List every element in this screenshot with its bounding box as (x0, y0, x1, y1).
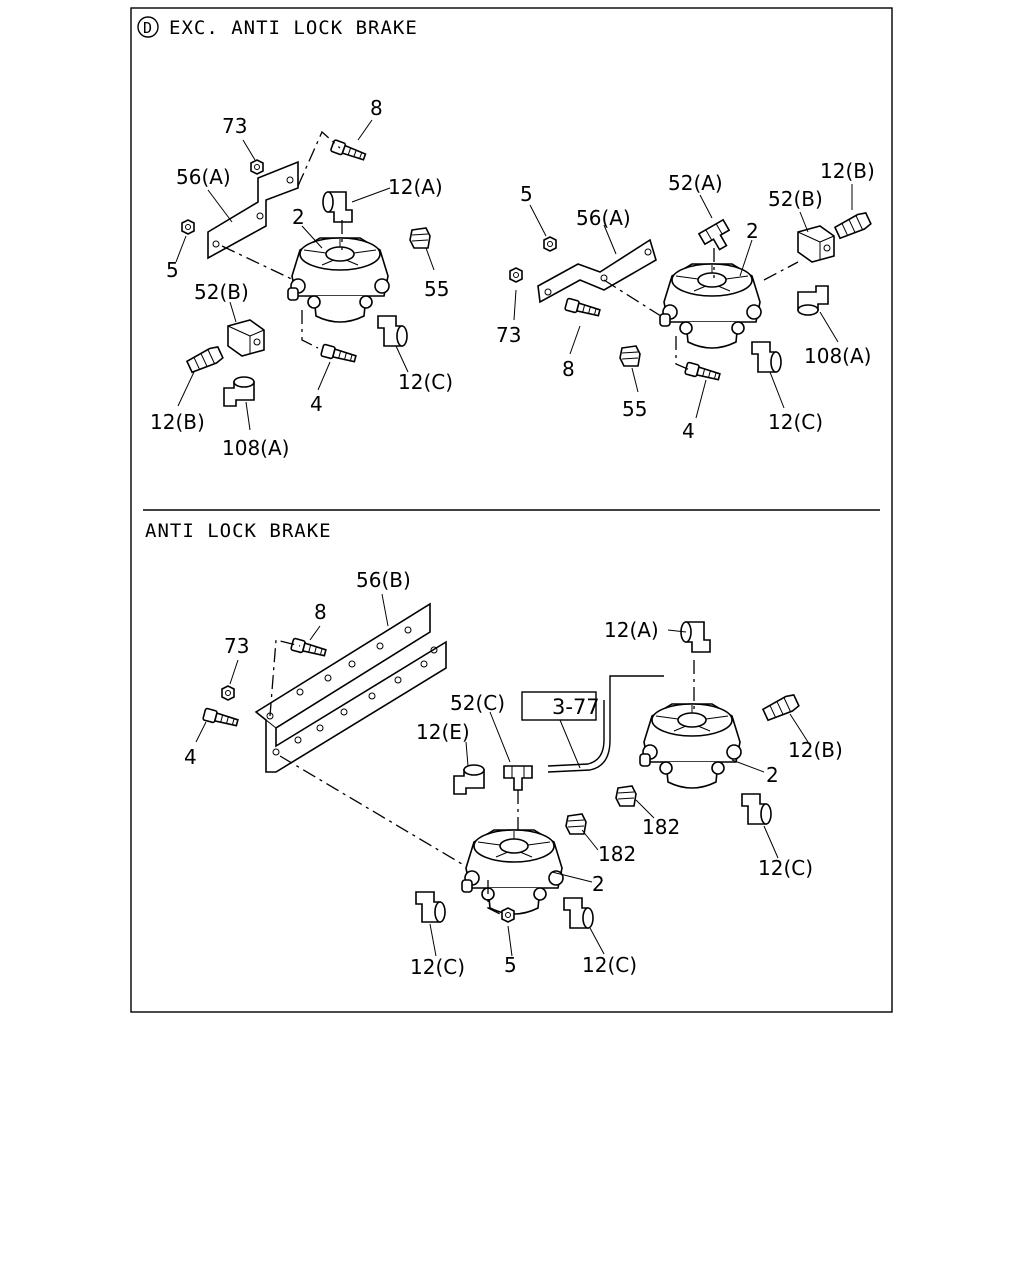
nut-5-right (543, 236, 557, 252)
elbow-12e (453, 764, 485, 795)
label-12a: 12(A) (388, 175, 443, 199)
fitting-12b (185, 344, 225, 375)
bolt-4-abs (201, 707, 240, 730)
label-12c-abs-right: 12(C) (582, 953, 637, 977)
relay-valve-2-abs-upper (639, 703, 742, 789)
label-108a: 108(A) (222, 436, 289, 460)
reference-box-text: 3-77 (552, 695, 600, 719)
label-12c-abs-left: 12(C) (410, 955, 465, 979)
label-56a: 56(A) (176, 165, 231, 189)
bracket-56a-right (537, 238, 657, 304)
label-108a-right: 108(A) (804, 344, 871, 368)
bolt-8 (329, 138, 368, 164)
label-52b-right: 52(B) (768, 187, 823, 211)
label-55-right: 55 (622, 397, 647, 421)
label-73-right: 73 (496, 323, 521, 347)
label-8-right: 8 (562, 357, 575, 381)
label-12a-abs: 12(A) (604, 618, 659, 642)
fitting-12b-right (833, 210, 873, 241)
relay-valve-2-right (659, 263, 762, 349)
section-marker-circle (137, 16, 159, 38)
left-assembly (175, 119, 435, 431)
nut-5 (181, 219, 195, 235)
elbow-108a (223, 376, 255, 407)
nut-73-right (509, 267, 523, 283)
label-8: 8 (370, 96, 383, 120)
elbow-12a-abs (680, 621, 711, 653)
label-5-abs: 5 (504, 953, 517, 977)
label-5-right: 5 (520, 182, 533, 206)
block-52b (227, 319, 265, 357)
label-12c-right: 12(C) (768, 410, 823, 434)
label-4-right: 4 (682, 419, 695, 443)
section-abs-title: ANTI LOCK BRAKE (145, 520, 332, 542)
label-12e-abs: 12(E) (416, 720, 470, 744)
elbow-108a-right (797, 285, 829, 316)
fitting-12b-abs (761, 692, 801, 723)
bolt-8-abs (289, 637, 328, 660)
label-2-abs-lower: 2 (592, 872, 605, 896)
elbow-12a (322, 191, 353, 223)
block-52b-right (797, 225, 835, 263)
label-8-abs: 8 (314, 600, 327, 624)
elbow-12c-right (751, 341, 782, 373)
label-12c-abs-upper: 12(C) (758, 856, 813, 880)
label-73-abs: 73 (224, 634, 249, 658)
label-2-right: 2 (746, 219, 759, 243)
elbow-12c (377, 315, 408, 347)
right-assembly (509, 184, 873, 419)
label-4-abs: 4 (184, 745, 197, 769)
diagram-frame (130, 7, 893, 1013)
section-d-header: D EXC. ANTI LOCK BRAKE (137, 16, 418, 39)
label-56b-abs: 56(B) (356, 568, 411, 592)
bolt-4-right (683, 361, 722, 384)
elbow-12c-abs-upper (741, 793, 772, 825)
relay-valve-2 (287, 237, 390, 323)
abs-assembly (195, 593, 809, 957)
label-182-abs-upper: 182 (642, 815, 680, 839)
label-55: 55 (424, 277, 449, 301)
label-12b: 12(B) (150, 410, 205, 434)
nut-73 (250, 159, 264, 175)
label-4: 4 (310, 392, 323, 416)
label-56a-right: 56(A) (576, 206, 631, 230)
label-2-abs-upper: 2 (766, 763, 779, 787)
reference-box (521, 691, 597, 721)
label-73: 73 (222, 114, 247, 138)
plug-55-right (619, 345, 641, 367)
tee-52c (503, 765, 533, 791)
plug-55 (409, 227, 431, 249)
bracket-56a (207, 160, 299, 260)
label-5: 5 (166, 258, 179, 282)
nut-73-abs (221, 685, 235, 701)
elbow-12c-abs-left (415, 891, 446, 923)
tee-52a (698, 219, 736, 256)
air-tube (547, 675, 664, 773)
bracket-56b (254, 602, 447, 773)
label-12b-right: 12(B) (820, 159, 875, 183)
relay-valve-2-abs-lower (461, 829, 564, 915)
label-182-abs-lower: 182 (598, 842, 636, 866)
label-2: 2 (292, 205, 305, 229)
bolt-4 (319, 343, 358, 366)
plug-182-upper (615, 785, 637, 807)
label-52c-abs: 52(C) (450, 691, 505, 715)
label-12c: 12(C) (398, 370, 453, 394)
section-marker: D (143, 19, 153, 37)
label-52a-right: 52(A) (668, 171, 723, 195)
nut-5-abs (501, 907, 515, 923)
label-52b: 52(B) (194, 280, 249, 304)
bolt-8-right (563, 297, 602, 320)
label-12b-abs: 12(B) (788, 738, 843, 762)
section-d-title: EXC. ANTI LOCK BRAKE (169, 17, 418, 39)
elbow-12c-abs-right (563, 897, 594, 929)
